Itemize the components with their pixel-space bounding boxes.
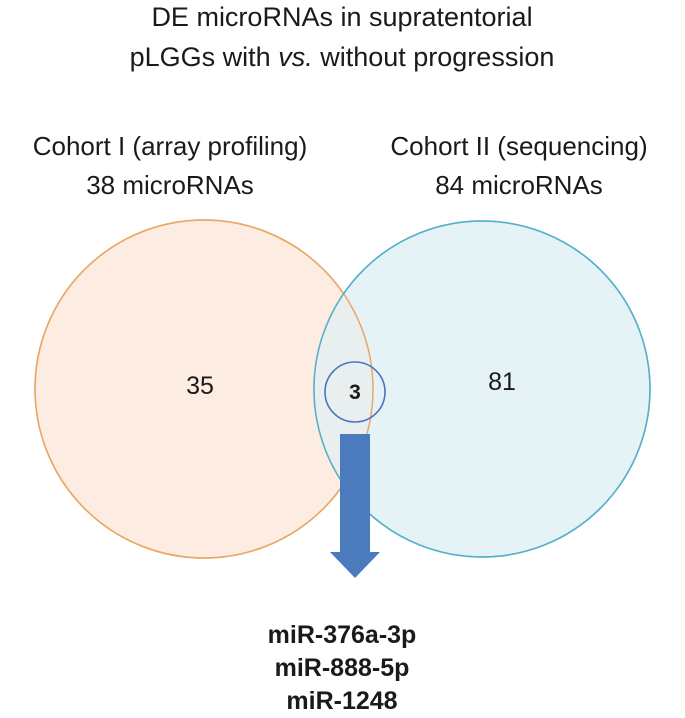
cohort-1-total: 38 microRNAs <box>86 170 254 200</box>
cohort-2-outline <box>313 220 651 558</box>
title-line-2-italic: vs. <box>278 42 313 72</box>
shared-mirna-2: miR-888-5p <box>275 654 410 682</box>
arrow-down-icon <box>330 434 380 578</box>
shared-mirna-1: miR-376a-3p <box>268 621 417 649</box>
shared-count: 3 <box>349 381 361 404</box>
cohort-2-name: Cohort II (sequencing) <box>390 131 647 161</box>
cohort-1-unique-count: 35 <box>186 372 214 400</box>
title-line-1: DE microRNAs in supratentorial <box>151 2 532 32</box>
title-line-2-start: pLGGs with <box>130 42 279 72</box>
cohort-2-total: 84 microRNAs <box>435 170 603 200</box>
title-line-2-end: without progression <box>313 42 555 72</box>
cohort-1-outline <box>34 219 374 559</box>
cohort-2-unique-count: 81 <box>488 368 516 396</box>
title-line-2: pLGGs with vs. without progression <box>130 42 555 72</box>
cohort-1-name: Cohort I (array profiling) <box>33 131 308 161</box>
shared-mirna-3: miR-1248 <box>286 687 397 715</box>
shared-count-circle <box>324 361 386 423</box>
